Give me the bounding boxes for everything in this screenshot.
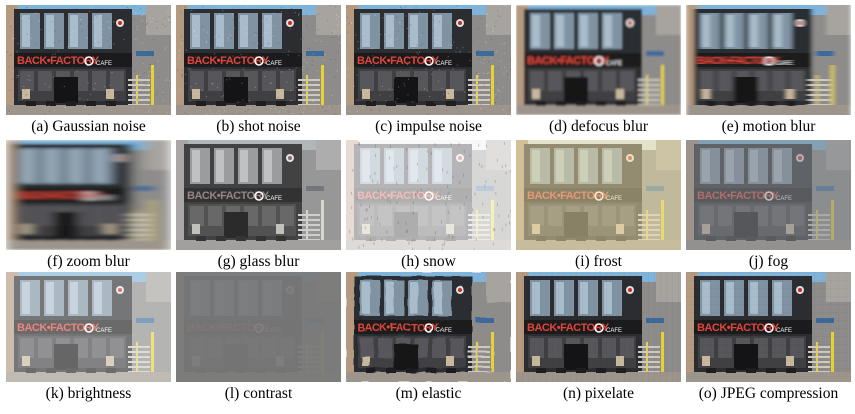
panel-caption: (j) fog xyxy=(680,253,855,271)
building-photo: BACK•FACTORYCAFE xyxy=(6,5,171,115)
panel-image: BACK•FACTORYCAFE xyxy=(516,140,681,250)
panel-image: BACK•FACTORYCAFE xyxy=(6,5,171,115)
panel-image: BACK•FACTORYCAFE xyxy=(6,272,171,382)
panel-caption: (d) defocus blur xyxy=(510,118,687,136)
building-photo: BACK•FACTORYCAFE xyxy=(346,272,511,382)
panel-caption: (n) pixelate xyxy=(510,385,687,403)
panel-image: BACK•FACTORYCAFE xyxy=(346,140,511,250)
panel-caption: (m) elastic xyxy=(340,385,517,403)
building-photo: BACK•FACTORYCAFE xyxy=(516,140,681,250)
panel-caption: (f) zoom blur xyxy=(0,253,177,271)
panel-image: BACK•FACTORYCAFE xyxy=(176,272,341,382)
building-photo: BACK•FACTORYCAFE xyxy=(686,272,851,382)
panel-image: BACK•FACTORYCAFE xyxy=(686,5,851,115)
building-photo: BACK•FACTORYCAFE xyxy=(6,272,171,382)
panel-caption: (h) snow xyxy=(340,253,517,271)
panel-caption: (b) shot noise xyxy=(170,118,347,136)
panel-image: BACK•FACTORYCAFE xyxy=(346,5,511,115)
panel-caption: (e) motion blur xyxy=(680,118,855,136)
panel-image: BACK•FACTORYCAFE xyxy=(176,5,341,115)
panel-image: BACK•FACTORYCAFE xyxy=(176,140,341,250)
building-photo: BACK•FACTORYCAFE xyxy=(176,5,341,115)
panel-caption: (o) JPEG compression xyxy=(680,385,855,403)
sign-cafe-text: CAFE xyxy=(776,61,792,67)
building-photo: BACK•FACTORYCAFE xyxy=(516,5,681,115)
building-photo: BACK•FACTORYCAFE xyxy=(176,140,341,250)
sign-cafe-text: CAFE xyxy=(436,328,452,334)
panel-caption: (c) impulse noise xyxy=(340,118,517,136)
panel-image: BACK•FACTORYCAFE xyxy=(516,272,681,382)
panel-image: BACK•FACTORYCAFE xyxy=(686,140,851,250)
sign-cafe-text: CAFE xyxy=(606,61,622,67)
sign-cafe-text: CAFE xyxy=(436,61,452,67)
building-photo: BACK•FACTORYCAFE xyxy=(346,5,511,115)
building-photo: BACK•FACTORYCAFE xyxy=(686,5,851,115)
building-photo: BACK•FACTORYCAFE xyxy=(516,272,681,382)
panel-caption: (k) brightness xyxy=(0,385,177,403)
sign-cafe-text: CAFE xyxy=(96,196,112,202)
building-photo: BACK•FACTORYCAFE xyxy=(346,140,511,250)
building-photo: BACK•FACTORYCAFE xyxy=(176,272,341,382)
sign-cafe-text: CAFE xyxy=(266,61,282,67)
sign-cafe-text: CAFE xyxy=(776,328,792,334)
panel-image: BACK•FACTORYCAFE xyxy=(6,140,171,250)
panel-caption: (i) frost xyxy=(510,253,687,271)
building-photo: BACK•FACTORYCAFE xyxy=(6,140,171,250)
panel-image: BACK•FACTORYCAFE xyxy=(686,272,851,382)
panel-caption: (g) glass blur xyxy=(170,253,347,271)
panel-caption: (a) Gaussian noise xyxy=(0,118,177,136)
panel-caption: (l) contrast xyxy=(170,385,347,403)
building-photo: BACK•FACTORYCAFE xyxy=(686,140,851,250)
sign-cafe-text: CAFE xyxy=(606,328,622,334)
panel-image: BACK•FACTORYCAFE xyxy=(346,272,511,382)
panel-image: BACK•FACTORYCAFE xyxy=(516,5,681,115)
